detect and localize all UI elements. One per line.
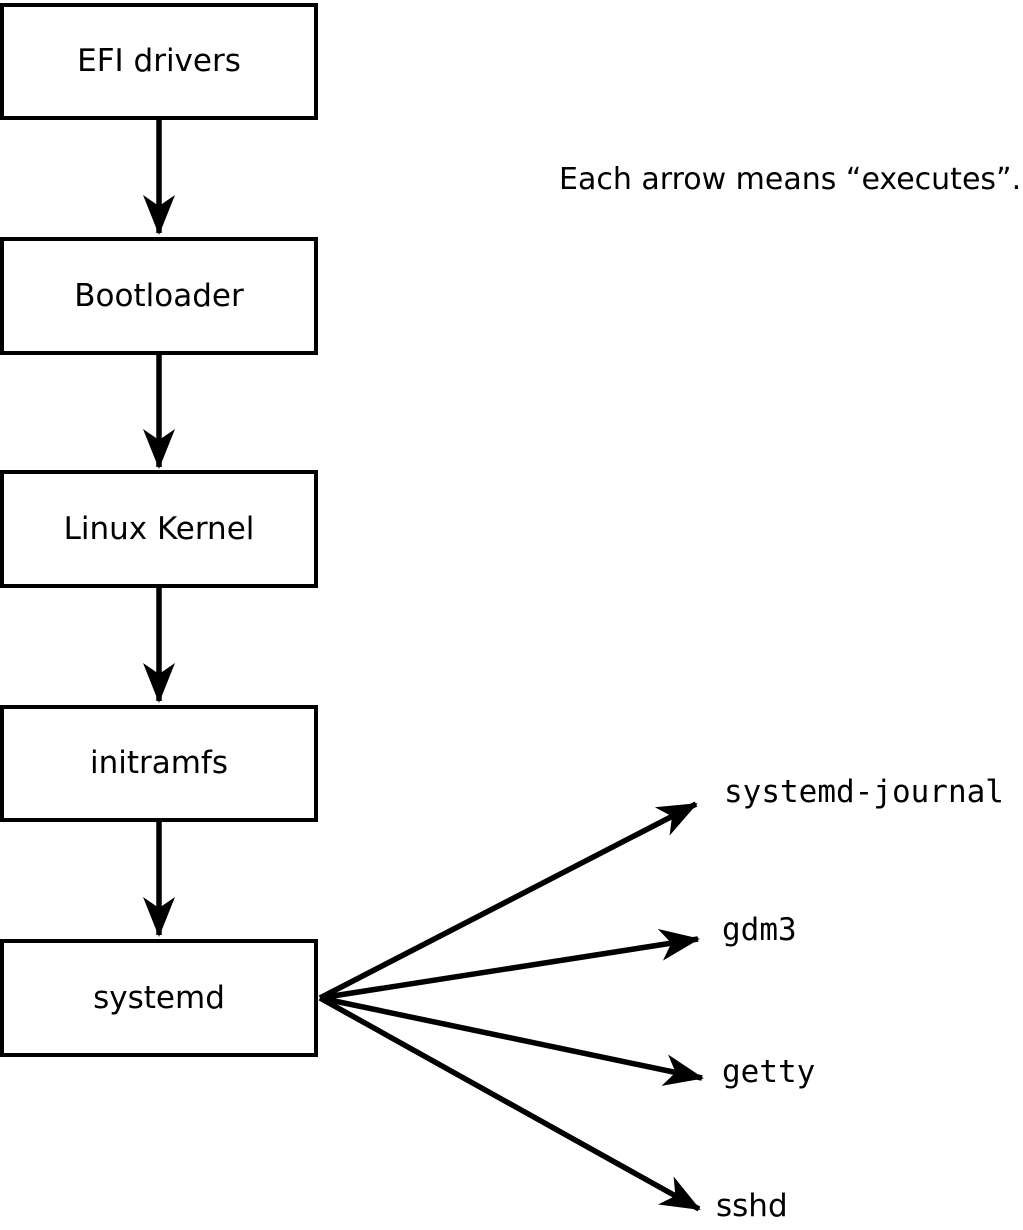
node-label-linux-kernel: Linux Kernel [63, 510, 255, 547]
arrow-systemd-to-sshd [318, 995, 701, 1212]
node-bootloader: Bootloader [0, 237, 318, 355]
arrow-systemd-to-gdm3 [319, 929, 700, 1001]
label-gdm3: gdm3 [722, 912, 797, 948]
label-systemd-journal: systemd-journal [724, 774, 1004, 810]
node-label-bootloader: Bootloader [74, 277, 244, 314]
node-initramfs: initramfs [0, 705, 318, 822]
node-linux-kernel: Linux Kernel [0, 470, 318, 588]
legend-note: Each arrow means “executes”. [559, 162, 1022, 197]
label-getty: getty [722, 1054, 816, 1090]
label-sshd: sshd [716, 1188, 788, 1224]
node-label-initramfs: initramfs [89, 745, 229, 782]
arrow-systemd-to-getty [319, 995, 704, 1086]
node-efi-drivers: EFI drivers [0, 3, 318, 120]
arrow-systemd-to-systemd-journal [318, 801, 698, 1001]
node-systemd: systemd [0, 939, 318, 1057]
node-label-systemd: systemd [93, 979, 225, 1016]
node-label-efi-drivers: EFI drivers [77, 43, 241, 80]
